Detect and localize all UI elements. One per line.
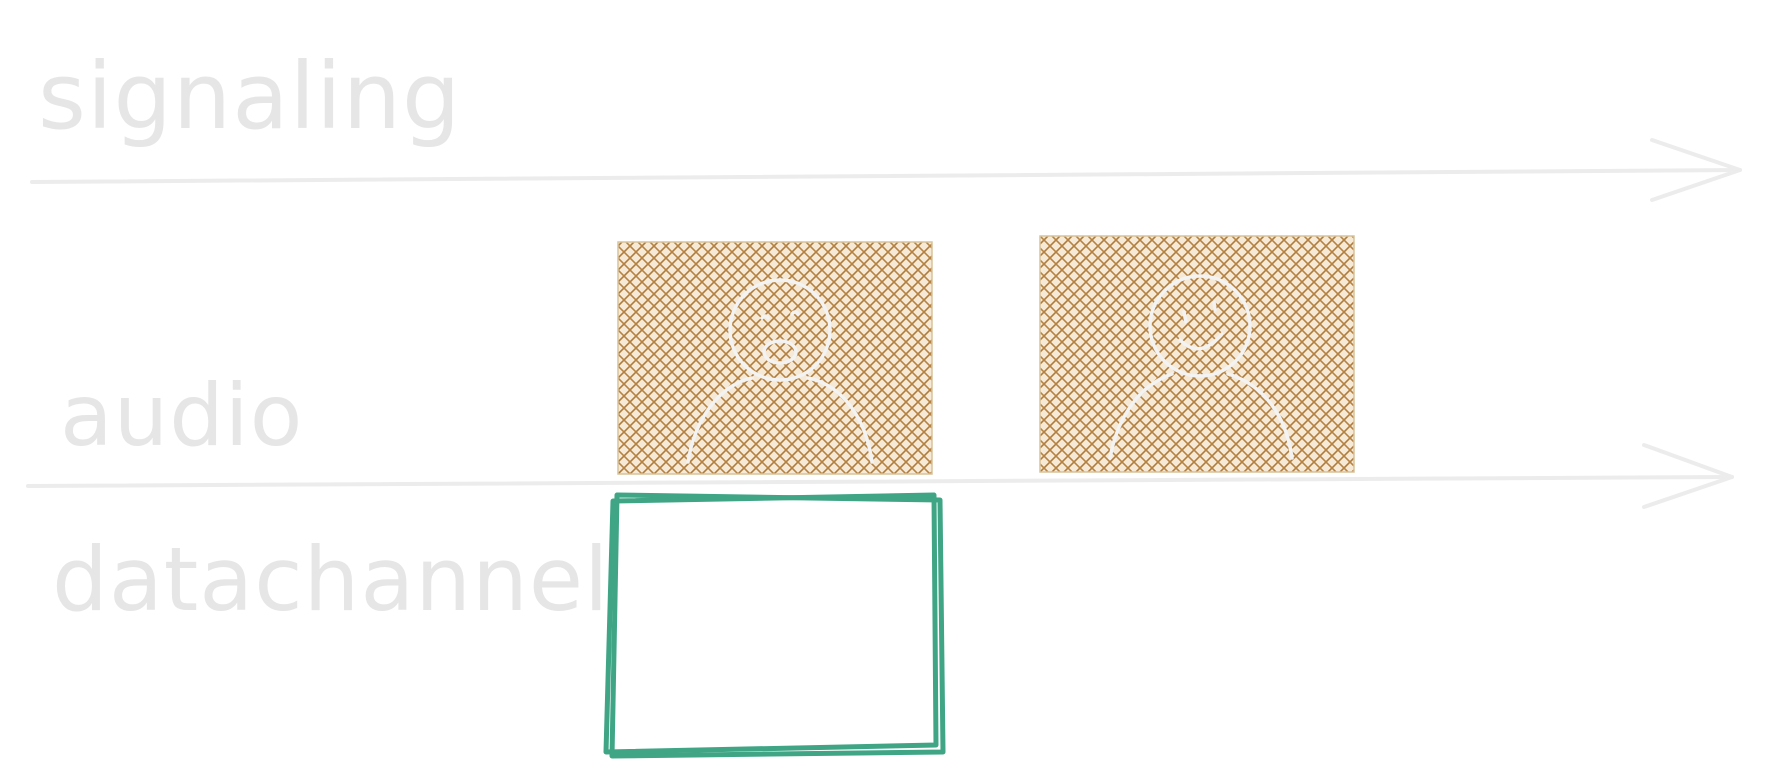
person-icon xyxy=(686,278,874,464)
lane-label-signaling: signaling xyxy=(38,43,461,150)
datachannel-box xyxy=(603,492,946,759)
participant-tile-2 xyxy=(1039,235,1355,473)
person-icon xyxy=(1108,274,1294,460)
signaling-track-arrow xyxy=(30,138,1742,202)
audio-track-arrow xyxy=(26,443,1734,509)
lane-label-audio: audio xyxy=(60,366,303,466)
lane-label-datachannel: datachannel xyxy=(52,528,609,631)
participant-tile-1 xyxy=(617,241,933,475)
